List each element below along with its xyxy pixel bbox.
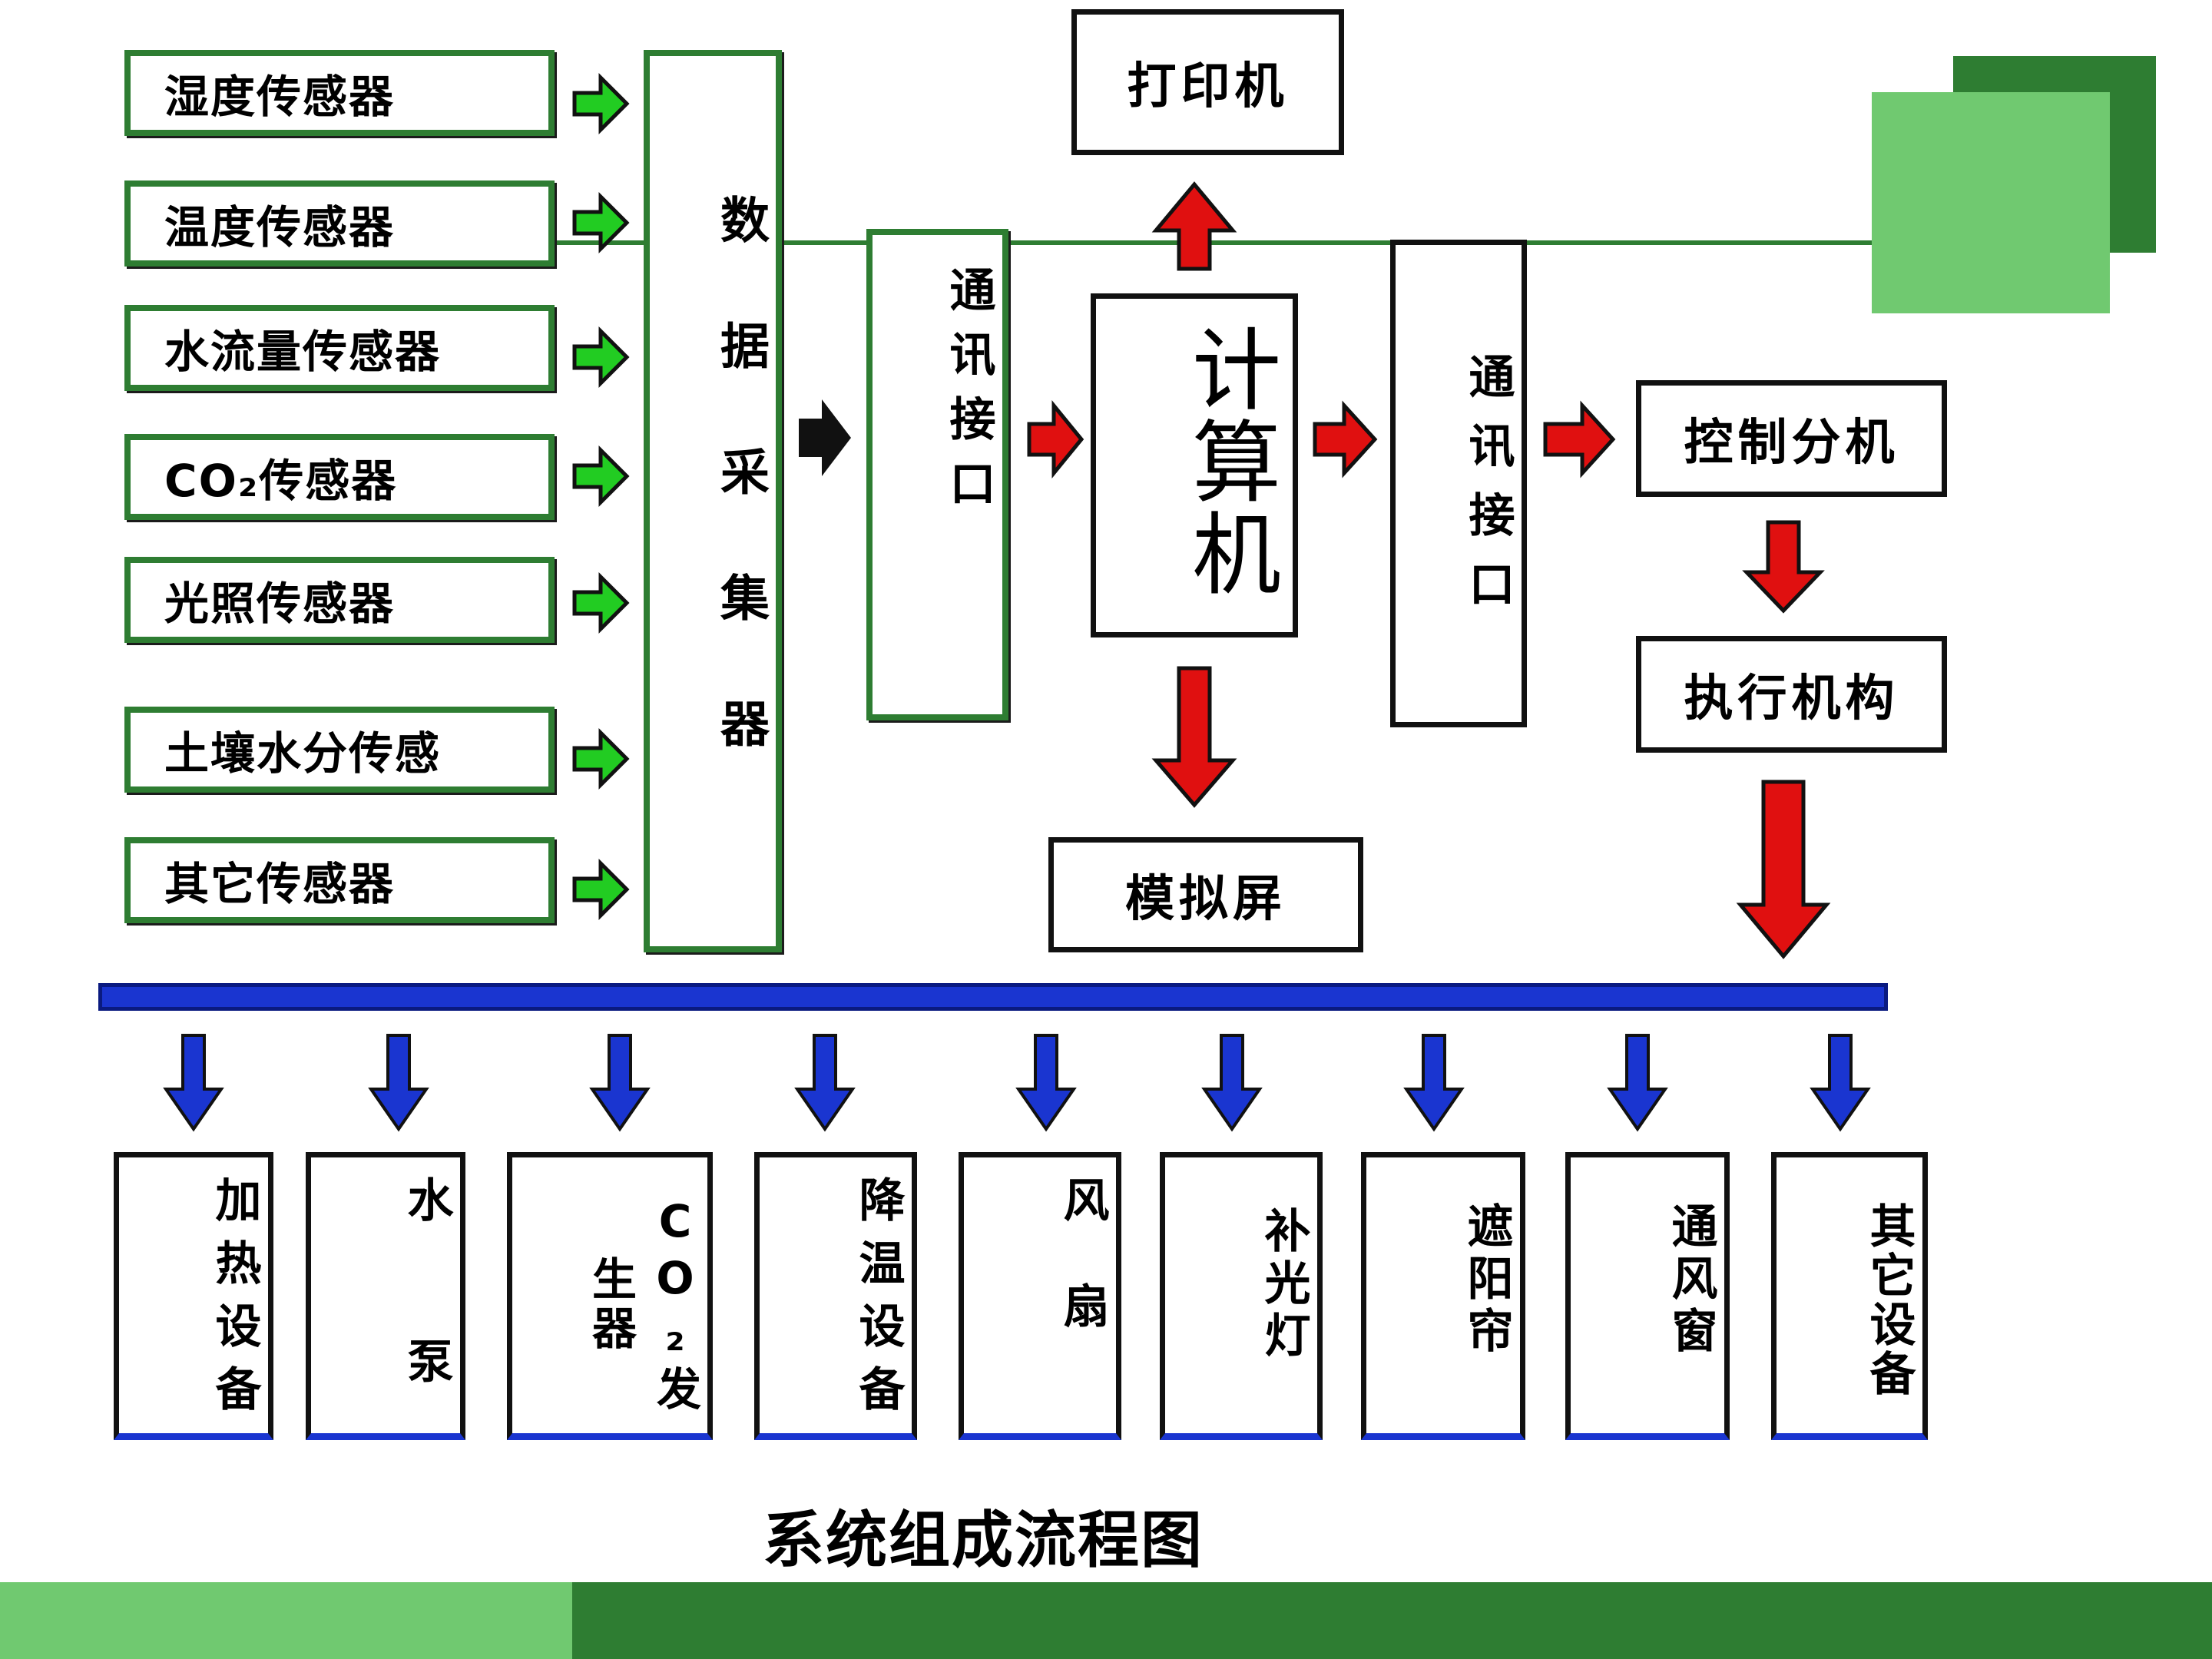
arrow-green-right xyxy=(575,78,627,130)
node-comm-interface-right: 通讯接口 xyxy=(1390,240,1527,727)
device-label: 加热设备 xyxy=(207,1176,261,1428)
sensor-box-soil-moisture: 土壤水分传感 xyxy=(124,707,555,793)
arrow-red-down xyxy=(1742,520,1825,614)
device-label: 补光灯 xyxy=(1257,1207,1310,1363)
sensor-label: 土壤水分传感 xyxy=(164,727,442,780)
sensor-label: 湿度传感器 xyxy=(164,71,396,123)
arrow-green-right xyxy=(575,577,627,629)
device-label: 遮阳帘 xyxy=(1459,1202,1513,1359)
node-label: 数据采集器 xyxy=(712,194,769,824)
arrow-green-right xyxy=(575,331,627,383)
arrow-red-up xyxy=(1151,181,1237,271)
node-label: 模拟屏 xyxy=(1125,871,1286,928)
node-label: 计算机 xyxy=(1177,323,1280,600)
arrow-blue-down xyxy=(1015,1034,1077,1132)
sensor-box-light: 光照传感器 xyxy=(124,557,555,643)
device-label: CO₂发生器 xyxy=(584,1194,701,1415)
node-actuator: 执行机构 xyxy=(1636,636,1947,753)
arrow-blue-down xyxy=(1201,1034,1263,1132)
blue-bus-bar xyxy=(98,983,1888,1011)
device-box-cooling: 降温设备 xyxy=(754,1152,917,1440)
node-comm-interface-left: 通讯接口 xyxy=(866,229,1008,720)
sensor-box-co2: CO₂传感器 xyxy=(124,434,555,520)
arrow-blue-down xyxy=(368,1034,429,1132)
deco-square-light xyxy=(1872,92,2110,313)
node-label: 打印机 xyxy=(1127,58,1289,115)
device-label: 水 泵 xyxy=(399,1176,453,1414)
arrow-blue-down xyxy=(1403,1034,1465,1132)
arrow-red-right xyxy=(1313,400,1378,478)
device-label: 通风窗 xyxy=(1664,1202,1717,1359)
node-label: 执行机构 xyxy=(1684,671,1899,727)
diagram-caption: 系统组成流程图 xyxy=(763,1504,1204,1576)
arrow-green-right xyxy=(575,863,627,916)
arrow-red-right xyxy=(1543,400,1616,478)
device-label: 降温设备 xyxy=(851,1176,905,1428)
device-box-co2-generator: CO₂发生器 xyxy=(507,1152,713,1440)
node-label: 通讯接口 xyxy=(942,266,995,524)
arrow-blue-down xyxy=(794,1034,856,1132)
node-label: 通讯接口 xyxy=(1461,353,1515,629)
sensor-box-water-flow: 水流量传感器 xyxy=(124,305,555,391)
arrow-blue-down xyxy=(1607,1034,1668,1132)
sensor-box-humidity: 湿度传感器 xyxy=(124,50,555,136)
device-box-heating: 加热设备 xyxy=(114,1152,273,1440)
arrow-blue-down xyxy=(163,1034,224,1132)
arrow-red-down xyxy=(1151,666,1237,808)
arrow-red-down xyxy=(1736,780,1831,959)
device-box-shade-curtain: 遮阳帘 xyxy=(1361,1152,1525,1440)
arrow-green-right xyxy=(575,450,627,502)
node-label: 控制分机 xyxy=(1684,415,1899,472)
device-box-grow-light: 补光灯 xyxy=(1160,1152,1323,1440)
sensor-label: 其它传感器 xyxy=(164,858,396,910)
device-box-vent-window: 通风窗 xyxy=(1565,1152,1730,1440)
node-data-acquisition: 数据采集器 xyxy=(644,50,782,952)
device-box-other: 其它设备 xyxy=(1771,1152,1928,1440)
sensor-label: CO₂传感器 xyxy=(164,455,398,507)
deco-bar-bottom-light xyxy=(0,1582,572,1659)
node-display-panel: 模拟屏 xyxy=(1048,837,1363,952)
deco-bar-bottom-dark xyxy=(572,1582,2212,1659)
device-box-fan: 风 扇 xyxy=(959,1152,1121,1440)
sensor-label: 温度传感器 xyxy=(164,201,396,253)
device-box-water-pump: 水 泵 xyxy=(306,1152,465,1440)
node-computer: 计算机 xyxy=(1091,293,1298,637)
sensor-box-other: 其它传感器 xyxy=(124,837,555,923)
device-label: 其它设备 xyxy=(1862,1202,1916,1399)
device-label: 风 扇 xyxy=(1055,1176,1109,1331)
node-control-unit: 控制分机 xyxy=(1636,380,1947,497)
arrow-blue-down xyxy=(1810,1034,1871,1132)
arrow-red-right xyxy=(1027,399,1084,479)
sensor-label: 光照传感器 xyxy=(164,578,396,630)
arrow-green-right xyxy=(575,733,627,785)
arrow-blue-down xyxy=(589,1034,651,1132)
arrow-black-right xyxy=(799,399,851,476)
node-printer: 打印机 xyxy=(1071,9,1344,155)
sensor-label: 水流量传感器 xyxy=(164,326,442,378)
sensor-box-temperature: 温度传感器 xyxy=(124,180,555,267)
